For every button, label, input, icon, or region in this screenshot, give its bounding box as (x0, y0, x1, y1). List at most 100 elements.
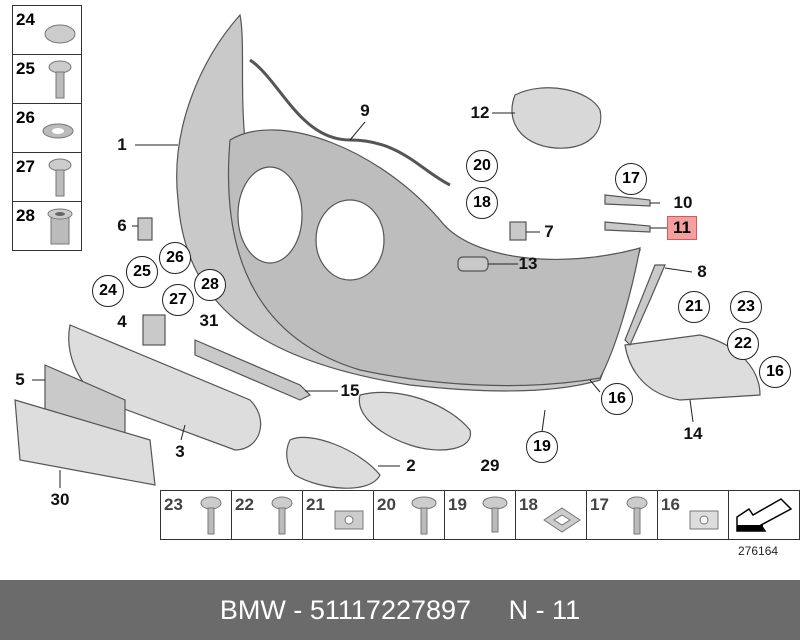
part-number: 21 (306, 495, 325, 514)
callout-30: 30 (50, 490, 70, 509)
callout-27: 27 (162, 284, 194, 316)
footer-bar: BMW - 51117227897 N - 11 (0, 580, 800, 640)
side-parts-table: 24 25 26 27 28 (12, 5, 82, 251)
callout-3: 3 (175, 442, 185, 461)
side-part-cell: 25 (13, 55, 81, 104)
kidney-grille-right (315, 199, 385, 281)
carrier-30 (14, 399, 156, 486)
callout-16-right: 16 (759, 356, 791, 388)
callout-13: 13 (518, 254, 538, 273)
part-number: 25 (16, 59, 35, 78)
clip-nut-icon (334, 510, 364, 530)
callout-5: 5 (15, 370, 25, 389)
callout-26: 26 (159, 242, 191, 274)
callout-20: 20 (466, 150, 498, 182)
callout-11-highlighted[interactable]: 11 (667, 216, 697, 240)
side-part-cell: 27 (13, 153, 81, 202)
part-4 (142, 314, 166, 346)
side-part-cell: 28 (13, 202, 81, 250)
callout-31: 31 (199, 311, 219, 330)
part-number: 22 (235, 495, 254, 514)
part-number: 28 (16, 206, 35, 225)
callout-1: 1 (117, 135, 127, 154)
callout-25: 25 (126, 256, 158, 288)
callout-7: 7 (544, 222, 554, 241)
callout-19: 19 (526, 431, 558, 463)
bottom-part-cell: 17 (587, 491, 658, 539)
callout-28: 28 (194, 269, 226, 301)
callout-21: 21 (678, 291, 710, 323)
side-part-cell: 26 (13, 104, 81, 153)
callout-18: 18 (466, 187, 498, 219)
bottom-part-cell: 20 (374, 491, 445, 539)
bushing-icon (47, 208, 73, 245)
screw-icon (48, 158, 72, 197)
diagram-number: 276164 (738, 544, 779, 558)
grille-29 (358, 391, 471, 451)
navigation-arrow-cell[interactable] (729, 491, 799, 539)
part-number: 24 (16, 10, 35, 29)
part-13 (457, 256, 489, 272)
part-number: 19 (448, 495, 467, 514)
strip-9 (249, 58, 451, 187)
washer-icon (42, 123, 74, 139)
brand: BMW (219, 594, 286, 625)
side-part-cell: 24 (13, 6, 81, 55)
part-number: 27 (16, 157, 35, 176)
arrow-back-icon[interactable] (733, 495, 795, 535)
part-number: 17 (590, 495, 609, 514)
bumper-center (227, 129, 641, 387)
grille-12 (511, 87, 602, 149)
callout-24: 24 (92, 275, 124, 307)
bottom-part-cell: 18 (516, 491, 587, 539)
kidney-grille-left (237, 166, 303, 264)
callout-12: 12 (470, 103, 490, 122)
spring-clip-icon (689, 510, 719, 530)
bracket-14 (624, 334, 761, 401)
bottom-part-cell: 22 (232, 491, 303, 539)
bracket-15 (194, 339, 312, 401)
part-11 (604, 221, 651, 233)
part-10 (604, 194, 651, 207)
bottom-parts-table: 23 22 21 20 19 18 17 16 (160, 490, 800, 540)
callout-23: 23 (730, 291, 762, 323)
spacer (471, 595, 509, 626)
part-number: 20 (377, 495, 396, 514)
part-7 (509, 221, 527, 241)
callout-6: 6 (117, 216, 127, 235)
bottom-part-cell: 16 (658, 491, 729, 539)
strip-8 (624, 264, 666, 347)
part-number: 18 (519, 495, 538, 514)
part-number: 16 (661, 495, 680, 514)
callout-2: 2 (406, 456, 416, 475)
bottom-part-cell: 19 (445, 491, 516, 539)
screw-icon (200, 496, 222, 535)
callout-9: 9 (360, 101, 370, 120)
lower-grille-3 (68, 324, 262, 451)
cap-icon (44, 24, 76, 44)
part-number: 26 (16, 108, 35, 127)
screw-icon (411, 496, 437, 535)
screw-icon (482, 496, 508, 533)
separator: - (285, 594, 310, 625)
screw-icon (271, 496, 293, 535)
callout-14: 14 (683, 424, 703, 443)
bumper-exploded-diagram (14, 13, 761, 489)
screw-icon (626, 496, 648, 535)
bottom-part-cell: 21 (303, 491, 374, 539)
callout-29: 29 (480, 456, 500, 475)
part-6 (137, 217, 153, 241)
callout-15: 15 (340, 381, 360, 400)
grommet-icon (543, 507, 581, 533)
callout-16: 16 (601, 383, 633, 415)
part-number: 23 (164, 495, 183, 514)
screw-icon (48, 60, 72, 99)
callout-8: 8 (697, 262, 707, 281)
position-label: N - 11 (508, 594, 581, 625)
callout-10: 10 (673, 193, 693, 212)
callout-4: 4 (117, 312, 127, 331)
part-number: 51117227897 (309, 594, 472, 625)
grille-2 (286, 436, 381, 489)
callout-22: 22 (727, 328, 759, 360)
bottom-part-cell: 23 (161, 491, 232, 539)
